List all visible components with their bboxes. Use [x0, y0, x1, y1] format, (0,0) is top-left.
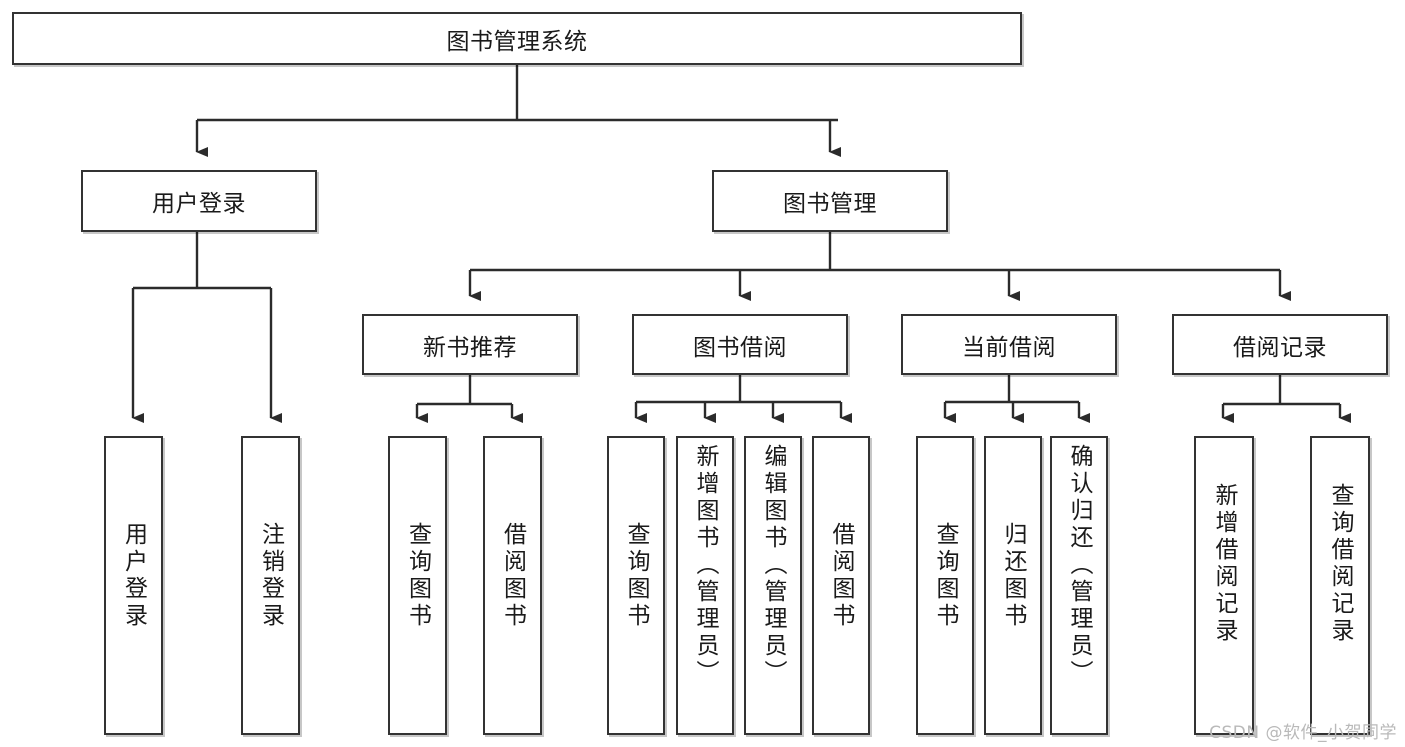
node-leaf-query-record-label: 查询借阅记录 — [1327, 483, 1354, 645]
node-leaf-borrow-book-2-label: 借阅图书 — [828, 522, 855, 630]
node-borrow-record[interactable]: 借阅记录 — [1172, 314, 1388, 375]
node-leaf-query-book-3-label: 查询图书 — [932, 522, 959, 630]
node-leaf-add-book[interactable]: 新增图书（管理员） — [676, 436, 734, 735]
csdn-watermark: CSDN @软件_小贺同学 — [1209, 723, 1397, 743]
node-user-login[interactable]: 用户登录 — [81, 170, 317, 232]
node-book-manage-label: 图书管理 — [783, 191, 877, 217]
node-leaf-query-book-3[interactable]: 查询图书 — [916, 436, 974, 735]
node-root-label: 图书管理系统 — [446, 28, 588, 55]
node-borrow-record-label: 借阅记录 — [1233, 334, 1327, 361]
node-leaf-add-book-label: 新增图书（管理员） — [692, 444, 719, 687]
node-leaf-user-login-label: 用户登录 — [120, 522, 147, 630]
node-leaf-confirm-return-label: 确认归还（管理员） — [1066, 444, 1093, 687]
node-leaf-query-book-2-label: 查询图书 — [623, 522, 650, 630]
node-book-borrow-label: 图书借阅 — [693, 334, 787, 361]
node-leaf-query-record[interactable]: 查询借阅记录 — [1310, 436, 1370, 735]
node-current-borrow[interactable]: 当前借阅 — [901, 314, 1117, 375]
node-leaf-borrow-book-1[interactable]: 借阅图书 — [483, 436, 542, 735]
node-current-borrow-label: 当前借阅 — [962, 334, 1056, 361]
node-leaf-add-record-label: 新增借阅记录 — [1211, 483, 1238, 645]
node-new-book-recommend-label: 新书推荐 — [423, 334, 517, 361]
node-leaf-borrow-book-2[interactable]: 借阅图书 — [812, 436, 870, 735]
node-leaf-user-login[interactable]: 用户登录 — [104, 436, 163, 735]
node-book-manage[interactable]: 图书管理 — [712, 170, 948, 232]
node-user-login-label: 用户登录 — [152, 191, 246, 217]
node-leaf-add-record[interactable]: 新增借阅记录 — [1194, 436, 1254, 735]
node-new-book-recommend[interactable]: 新书推荐 — [362, 314, 578, 375]
node-leaf-confirm-return[interactable]: 确认归还（管理员） — [1050, 436, 1108, 735]
node-book-borrow[interactable]: 图书借阅 — [632, 314, 848, 375]
node-leaf-query-book-1[interactable]: 查询图书 — [388, 436, 447, 735]
node-leaf-borrow-book-1-label: 借阅图书 — [499, 522, 526, 630]
node-root[interactable]: 图书管理系统 — [12, 12, 1022, 65]
node-leaf-query-book-1-label: 查询图书 — [404, 522, 431, 630]
node-leaf-query-book-2[interactable]: 查询图书 — [607, 436, 665, 735]
node-leaf-edit-book-label: 编辑图书（管理员） — [760, 444, 787, 687]
node-leaf-edit-book[interactable]: 编辑图书（管理员） — [744, 436, 802, 735]
node-leaf-return-book[interactable]: 归还图书 — [984, 436, 1042, 735]
node-leaf-logout-login[interactable]: 注销登录 — [241, 436, 300, 735]
node-leaf-return-book-label: 归还图书 — [1000, 522, 1027, 630]
node-leaf-logout-login-label: 注销登录 — [257, 522, 284, 630]
